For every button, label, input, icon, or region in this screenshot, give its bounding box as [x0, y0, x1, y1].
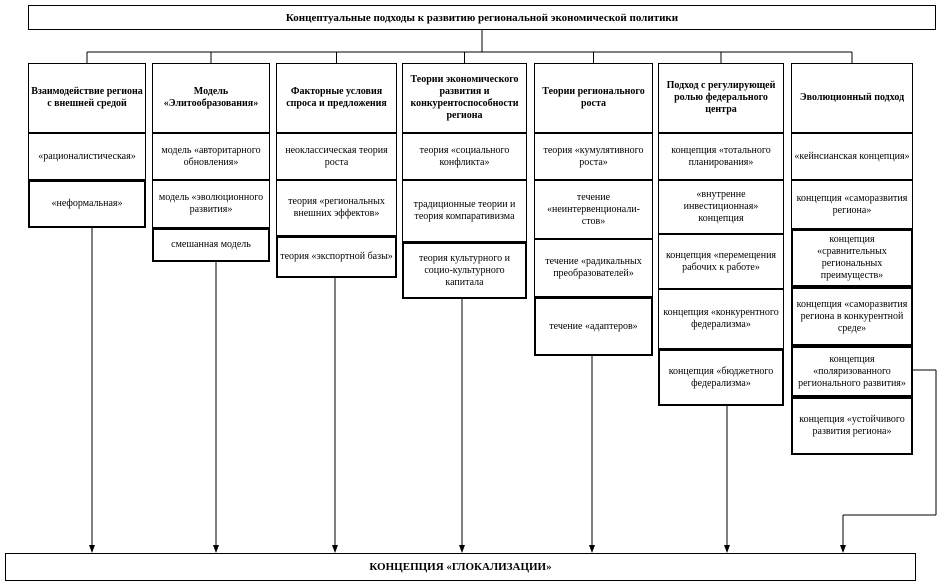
column-3-item-1: неоклассическая теория роста — [276, 133, 397, 180]
column-4-item-2: традиционные теории и теория компаративи… — [402, 180, 527, 242]
column-3-item-2: теория «региональных внешних эффектов» — [276, 180, 397, 236]
column-5-item-3: течение «радикальных преобразователей» — [534, 239, 653, 297]
column-header-5: Теории регионального роста — [534, 63, 653, 133]
arrow-head-4 — [459, 545, 465, 553]
column-6-item-3: концепция «перемещения рабочих к работе» — [658, 234, 784, 289]
column-2-item-2: модель «эволюционного развития» — [152, 180, 270, 228]
column-6-item-5: концепция «бюджетного федерализма» — [658, 349, 784, 406]
bottom-concept-box: КОНЦЕПЦИЯ «ГЛОКАЛИЗАЦИИ» — [5, 553, 916, 581]
column-6-item-2: «внутренне инвестиционная» концепция — [658, 180, 784, 234]
column-5-item-2: течение «неинтервенционали-стов» — [534, 180, 653, 239]
column-6-item-4: концепция «конкурентного федерализма» — [658, 289, 784, 349]
arrow-head-1 — [89, 545, 95, 553]
column-7-item-6: концепция «устойчивого развития региона» — [791, 397, 913, 455]
column-7-item-2: концепция «саморазвития региона» — [791, 180, 913, 229]
column-5-item-1: теория «кумулятивного роста» — [534, 133, 653, 180]
column-7-item-5: концепция «поляризованного регионального… — [791, 346, 913, 397]
column-7-item-1: «кейнсианская концепция» — [791, 133, 913, 180]
column-1-item-2: «неформальная» — [28, 180, 146, 228]
column-6-item-1: концепция «тотального планирования» — [658, 133, 784, 180]
column-header-7: Эволюционный подход — [791, 63, 913, 133]
column-7-item-4: концепция «саморазвития региона в конкур… — [791, 287, 913, 346]
column-2-item-1: модель «авторитарного обновления» — [152, 133, 270, 180]
column-header-1: Взаимодействие региона с внешней средой — [28, 63, 146, 133]
column-2-item-3: смешанная модель — [152, 228, 270, 262]
arrow-head-3 — [332, 545, 338, 553]
column-header-3: Факторные условия спроса и предложения — [276, 63, 397, 133]
column-4-item-1: теория «социального конфликта» — [402, 133, 527, 180]
top-title-box: Концептуальные подходы к развитию регион… — [28, 5, 936, 30]
column-header-2: Модель «Элитообразования» — [152, 63, 270, 133]
arrow-head-6 — [724, 545, 730, 553]
arrow-head-2 — [213, 545, 219, 553]
column-7-item-3: концепция «сравнительных региональных пр… — [791, 229, 913, 287]
column-4-item-3: теория культурного и социо-культурного к… — [402, 242, 527, 299]
column-3-item-3: теория «экспортной базы» — [276, 236, 397, 278]
column-5-item-4: течение «адаптеров» — [534, 297, 653, 356]
column-header-6: Подход с регулирующей ролью федерального… — [658, 63, 784, 133]
arrow-head-5 — [589, 545, 595, 553]
column-header-4: Теории экономического развития и конкуре… — [402, 63, 527, 133]
column-1-item-1: «рационалистическая» — [28, 133, 146, 180]
arrow-head-7 — [840, 545, 846, 553]
